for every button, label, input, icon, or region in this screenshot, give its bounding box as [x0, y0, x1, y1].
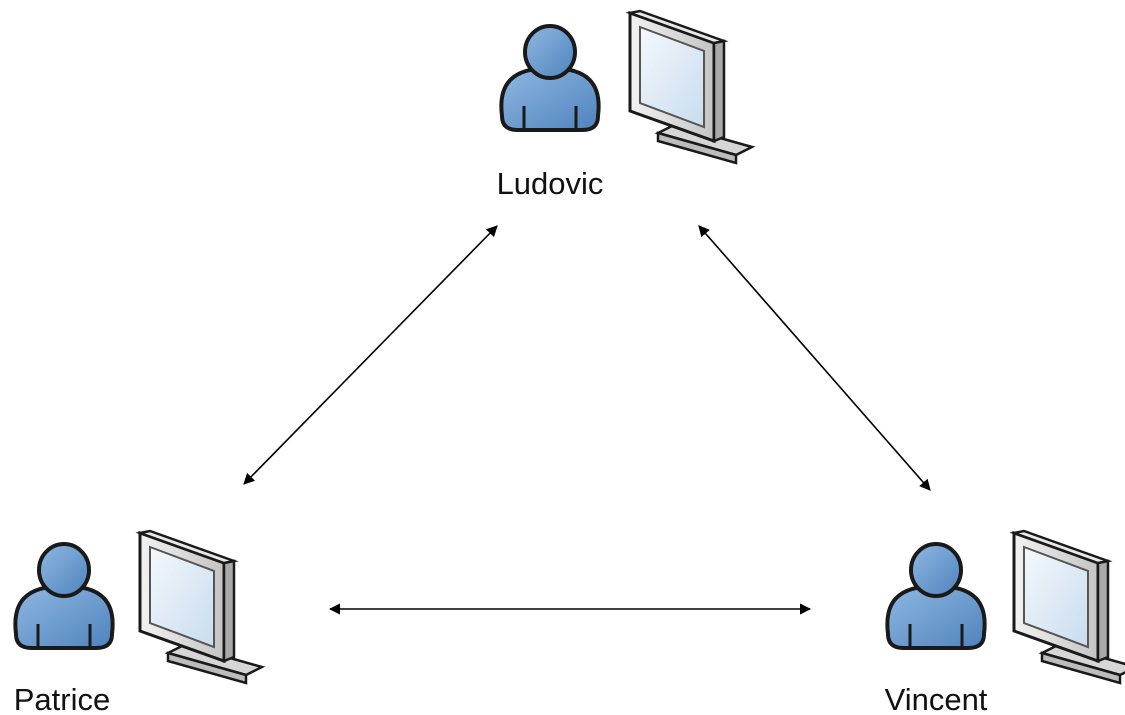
monitor-icon: [1012, 529, 1125, 685]
node-label-vincent: Vincent: [885, 682, 988, 715]
monitor-icon: [628, 9, 754, 165]
user-icon: [885, 542, 987, 650]
user-icon: [13, 542, 115, 650]
node-ludovic: Ludovic: [497, 9, 754, 201]
connection-ludovic-patrice: [243, 225, 498, 485]
connection-ludovic-vincent: [698, 225, 931, 491]
node-label-ludovic: Ludovic: [497, 166, 604, 201]
node-patrice: Patrice: [13, 529, 264, 715]
node-label-patrice: Patrice: [14, 682, 110, 715]
user-icon: [499, 24, 601, 132]
node-vincent: Vincent: [885, 529, 1125, 715]
monitor-icon: [138, 529, 264, 685]
